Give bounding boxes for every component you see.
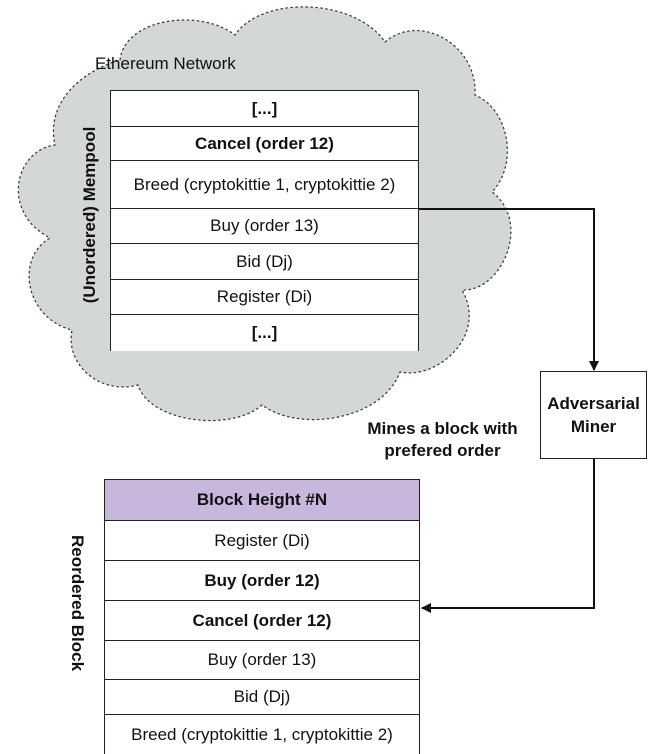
network-label: Ethereum Network	[95, 54, 236, 73]
block-row-text: Cancel (order 12)	[192, 610, 332, 630]
block-row: Breed (cryptokittie 1, cryptokittie 2)	[104, 715, 420, 754]
mines-block-caption: Mines a block with prefered order	[340, 418, 545, 462]
mempool-table: [...] Cancel (order 12) Breed (cryptokit…	[110, 90, 419, 351]
mempool-row: Bid (Dj)	[110, 244, 419, 280]
block-row-text: Breed (cryptokittie 1, cryptokittie 2)	[131, 725, 393, 744]
block-row-text: Register (Di)	[214, 530, 310, 550]
arrow-mempool-to-miner	[419, 208, 599, 371]
miner-label-line2: Miner	[570, 417, 617, 436]
block-header-row: Block Height #N	[104, 480, 420, 521]
block-row: Register (Di)	[104, 521, 420, 561]
adversarial-miner-box: Adversarial Miner	[540, 371, 647, 459]
mempool-row: Cancel (order 12)	[110, 127, 419, 161]
arrow-miner-to-block	[421, 459, 595, 613]
block-row: Bid (Dj)	[104, 680, 420, 715]
mempool-row-text: Buy (order 13)	[210, 216, 319, 235]
mempool-row: [...]	[110, 315, 419, 351]
reordered-block-table: Block Height #N Register (Di) Buy (order…	[104, 479, 420, 754]
block-row: Buy (order 13)	[104, 641, 420, 680]
mines-caption-line1: Mines a block with	[367, 419, 518, 438]
mempool-row: Buy (order 13)	[110, 209, 419, 244]
mempool-row: Register (Di)	[110, 280, 419, 315]
block-row-text: Bid (Dj)	[233, 687, 291, 706]
mines-caption-line2: prefered order	[384, 441, 501, 460]
mempool-row-text: [...]	[251, 323, 278, 342]
block-row: Cancel (order 12)	[104, 601, 420, 641]
mempool-row-text: Bid (Dj)	[236, 251, 293, 271]
mempool-row-text: Breed (cryptokittie 1, cryptokittie 2)	[133, 174, 396, 194]
block-height-text: Block Height #N	[196, 490, 328, 509]
block-row-text: Buy (order 13)	[207, 650, 317, 669]
miner-label-line1: Adversarial	[547, 394, 640, 413]
mempool-row-text: Register (Di)	[216, 287, 313, 306]
mempool-row: Breed (cryptokittie 1, cryptokittie 2)	[110, 161, 419, 209]
mempool-row-text: [...]	[251, 98, 278, 118]
block-row-text: Buy (order 12)	[204, 570, 320, 590]
mempool-row-text: Cancel (order 12)	[195, 133, 334, 153]
reordered-block-label: Reordered Block	[68, 534, 87, 672]
block-row: Buy (order 12)	[104, 561, 420, 601]
mempool-label: (Unordered) Mempool	[80, 126, 99, 304]
mempool-row: [...]	[110, 91, 419, 127]
